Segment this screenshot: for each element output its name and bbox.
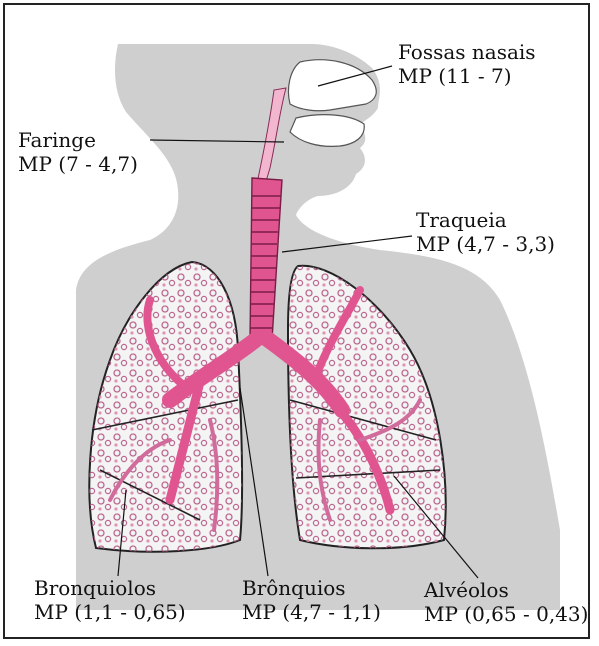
bronquios-name: Brônquios	[242, 576, 381, 600]
label-fossas-nasais: Fossas nasais MP (11 - 7)	[398, 40, 536, 88]
alveolos-name: Alvéolos	[424, 578, 588, 602]
traqueia-value: MP (4,7 - 3,3)	[416, 232, 555, 256]
fossas-value: MP (11 - 7)	[398, 64, 536, 88]
label-traqueia: Traqueia MP (4,7 - 3,3)	[416, 208, 555, 256]
bronquios-value: MP (4,7 - 1,1)	[242, 600, 381, 624]
label-faringe: Faringe MP (7 - 4,7)	[18, 128, 138, 176]
label-bronquiolos: Bronquiolos MP (1,1 - 0,65)	[34, 576, 186, 624]
faringe-name: Faringe	[18, 128, 138, 152]
alveolos-value: MP (0,65 - 0,43)	[424, 602, 588, 626]
bronquiolos-name: Bronquiolos	[34, 576, 186, 600]
label-alveolos: Alvéolos MP (0,65 - 0,43)	[424, 578, 588, 626]
traqueia-name: Traqueia	[416, 208, 555, 232]
fossas-name: Fossas nasais	[398, 40, 536, 64]
label-bronquios: Brônquios MP (4,7 - 1,1)	[242, 576, 381, 624]
bronquiolos-value: MP (1,1 - 0,65)	[34, 600, 186, 624]
faringe-value: MP (7 - 4,7)	[18, 152, 138, 176]
